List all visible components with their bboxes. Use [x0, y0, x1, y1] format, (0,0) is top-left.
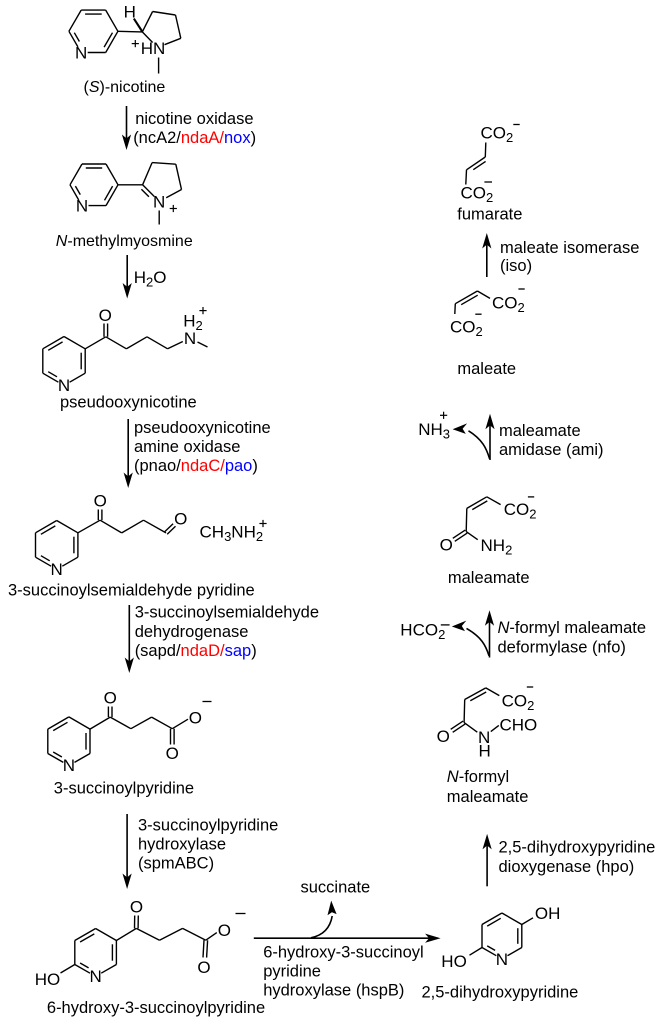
svg-text:O: O	[104, 689, 117, 708]
svg-text:3-succinoylsemialdehyde: 3-succinoylsemialdehyde	[135, 604, 319, 622]
svg-text:(ncA2/ndaA/nox): (ncA2/ndaA/nox)	[133, 129, 256, 147]
svg-text:dioxygenase (hpo): dioxygenase (hpo)	[499, 858, 635, 876]
svg-text:HO: HO	[441, 952, 467, 971]
svg-text:N: N	[184, 329, 196, 348]
svg-text:N: N	[76, 197, 88, 216]
svg-text:O: O	[99, 306, 112, 325]
svg-text:N: N	[89, 967, 101, 986]
svg-text:maleate isomerase: maleate isomerase	[500, 239, 639, 257]
svg-text:OH: OH	[535, 904, 561, 923]
svg-text:maleamate: maleamate	[499, 422, 581, 440]
svg-text:O: O	[218, 921, 231, 940]
svg-text:hydroxylase: hydroxylase	[138, 836, 226, 854]
svg-text:dehydrogenase: dehydrogenase	[135, 623, 249, 641]
svg-text:N: N	[478, 728, 490, 747]
svg-text:(S)-nicotine: (S)-nicotine	[84, 79, 166, 96]
svg-text:H: H	[124, 2, 136, 21]
svg-text:(spmABC): (spmABC)	[138, 855, 214, 873]
svg-text:N-formyl: N-formyl	[447, 768, 509, 786]
svg-text:(sapd/ndaD/sap): (sapd/ndaD/sap)	[135, 642, 257, 660]
svg-text:CHO: CHO	[500, 715, 538, 734]
svg-text:O: O	[94, 492, 107, 511]
svg-text:H: H	[479, 741, 491, 760]
svg-text:6-hydroxy-3-succinoyl: 6-hydroxy-3-succinoyl	[263, 944, 423, 962]
svg-text:HN: HN	[141, 39, 166, 58]
svg-text:NH2: NH2	[481, 536, 513, 558]
svg-text:2,5-dihydroxypyridine: 2,5-dihydroxypyridine	[499, 839, 656, 857]
svg-text:maleamate: maleamate	[448, 569, 530, 587]
svg-text:O: O	[440, 535, 453, 554]
svg-text:N: N	[153, 193, 165, 212]
svg-text:CO2: CO2	[461, 183, 494, 205]
svg-text:CO2: CO2	[450, 318, 483, 340]
svg-text:amine oxidase: amine oxidase	[134, 438, 240, 456]
svg-text:nicotine oxidase: nicotine oxidase	[135, 110, 253, 128]
svg-text:maleamate: maleamate	[447, 788, 529, 806]
svg-text:N-methylmyosmine: N-methylmyosmine	[56, 233, 193, 250]
svg-text:deformylase (nfo): deformylase (nfo)	[498, 639, 626, 657]
svg-text:O: O	[197, 958, 210, 977]
svg-text:amidase (ami): amidase (ami)	[499, 441, 604, 459]
svg-text:CO2: CO2	[504, 500, 537, 522]
svg-text:hydroxylase (hspB): hydroxylase (hspB)	[263, 982, 404, 1000]
svg-text:O: O	[130, 898, 143, 917]
svg-text:succinate: succinate	[301, 879, 371, 897]
svg-text:NH3: NH3	[418, 420, 450, 442]
svg-text:2,5-dihydroxypyridine: 2,5-dihydroxypyridine	[422, 984, 579, 1002]
svg-text:(pnao/ndaC/pao): (pnao/ndaC/pao)	[134, 457, 258, 475]
svg-text:N: N	[63, 756, 75, 775]
svg-text:3-succinoylpyridine: 3-succinoylpyridine	[54, 780, 194, 798]
svg-text:pseudooxynicotine: pseudooxynicotine	[60, 394, 197, 412]
svg-text:O: O	[174, 509, 187, 528]
svg-text:3-succinoylpyridine: 3-succinoylpyridine	[138, 817, 278, 835]
svg-text:N: N	[75, 44, 87, 63]
svg-text:pseudooxynicotine: pseudooxynicotine	[134, 419, 271, 437]
svg-text:O: O	[166, 744, 179, 763]
svg-text:CO2: CO2	[481, 123, 514, 145]
svg-text:O: O	[189, 709, 202, 728]
svg-text:H2O: H2O	[134, 268, 167, 290]
svg-text:3-succinoylsemialdehyde pyridi: 3-succinoylsemialdehyde pyridine	[8, 582, 255, 600]
svg-text:pyridine: pyridine	[263, 963, 321, 981]
svg-text:N-formyl maleamate: N-formyl maleamate	[498, 619, 647, 637]
svg-text:N: N	[496, 950, 508, 969]
svg-text:maleate: maleate	[457, 360, 516, 378]
svg-text:6-hydroxy-3-succinoylpyridine: 6-hydroxy-3-succinoylpyridine	[47, 999, 265, 1017]
svg-text:N: N	[51, 560, 63, 579]
svg-text:CO2: CO2	[502, 691, 535, 713]
svg-text:H2: H2	[183, 312, 203, 334]
svg-text:CH3NH2: CH3NH2	[200, 523, 264, 545]
svg-text:O: O	[437, 727, 450, 746]
svg-text:fumarate: fumarate	[457, 206, 522, 224]
svg-text:CO2: CO2	[492, 293, 525, 315]
svg-text:HO: HO	[35, 970, 61, 989]
svg-text:N: N	[58, 376, 70, 395]
svg-text:HCO2: HCO2	[400, 621, 445, 643]
svg-text:(iso): (iso)	[500, 257, 532, 275]
